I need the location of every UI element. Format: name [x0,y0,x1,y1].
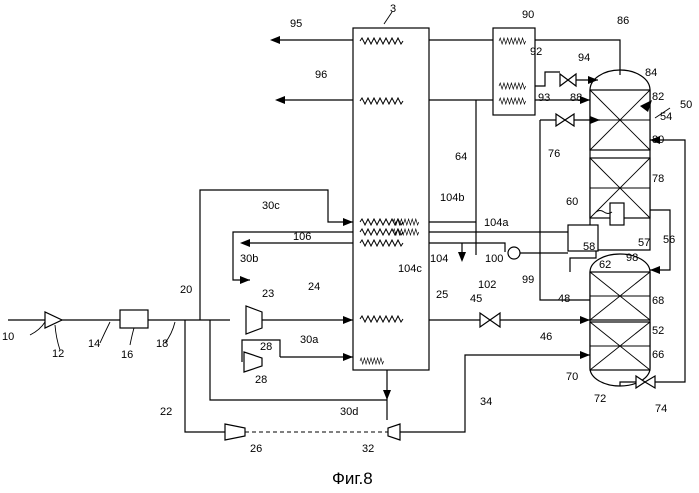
label-30c: 30c [262,200,280,212]
label-23: 23 [262,288,274,300]
label-57: 57 [638,237,650,249]
label-60: 60 [566,196,578,208]
label-10: 10 [2,331,14,343]
label-92: 92 [530,46,542,58]
label-104c: 104c [398,263,422,275]
label-102: 102 [478,279,496,291]
label-76: 76 [548,148,560,160]
label-28b: 28 [255,374,267,386]
valve-94 [560,74,576,86]
label-22: 22 [160,406,172,418]
label-26: 26 [250,443,262,455]
label-95: 95 [290,18,302,30]
label-88: 88 [570,92,582,104]
label-78: 78 [652,173,664,185]
label-14: 14 [88,338,100,350]
label-54: 54 [660,111,672,123]
label-25: 25 [436,289,448,301]
label-106: 106 [293,231,311,243]
valve-12 [45,312,62,328]
label-30d: 30d [340,406,358,418]
filter-16 [120,310,148,328]
label-82: 82 [652,91,664,103]
label-70: 70 [566,371,578,383]
label-94: 94 [578,52,590,64]
label-20: 20 [180,284,192,296]
label-99: 99 [522,274,534,286]
lower-column [590,254,650,386]
valve-45 [480,313,500,327]
label-98: 98 [626,252,638,264]
valve-76 [556,114,574,126]
label-66: 66 [652,349,664,361]
label-86: 86 [617,15,629,27]
label-104a: 104a [484,217,509,229]
label-93: 93 [538,92,550,104]
leader-lines [30,12,670,350]
label-45: 45 [470,293,482,305]
label-58: 58 [583,241,595,253]
label-30b: 30b [240,253,258,265]
upper-column [590,70,650,250]
label-74: 74 [655,403,667,415]
label-72: 72 [594,393,606,405]
label-18: 18 [156,338,168,350]
label-30a: 30a [300,334,319,346]
label-100: 100 [485,253,503,265]
label-84: 84 [645,67,657,79]
label-46: 46 [540,331,552,343]
label-64: 64 [455,151,467,163]
label-52: 52 [652,325,664,337]
label-80: 80 [652,134,664,146]
label-32: 32 [362,443,374,455]
compressor-32 [388,424,400,440]
label-16: 16 [121,349,133,361]
label-28a: 28 [260,341,272,353]
compressor-26 [225,424,245,440]
label-48: 48 [558,293,570,305]
label-3: 3 [390,3,396,15]
label-90: 90 [522,9,534,21]
label-24: 24 [308,281,320,293]
label-34: 34 [480,396,492,408]
label-56: 56 [663,234,675,246]
label-50: 50 [680,99,692,111]
label-104: 104 [430,253,448,265]
compressor-23 [246,306,262,334]
label-104b: 104b [440,192,464,204]
pump-99 [508,247,520,259]
expander-28 [244,352,262,372]
label-12: 12 [52,348,64,360]
label-96: 96 [315,69,327,81]
label-68: 68 [652,295,664,307]
label-62: 62 [599,259,611,271]
figure-caption: Фиг.8 [332,469,373,488]
